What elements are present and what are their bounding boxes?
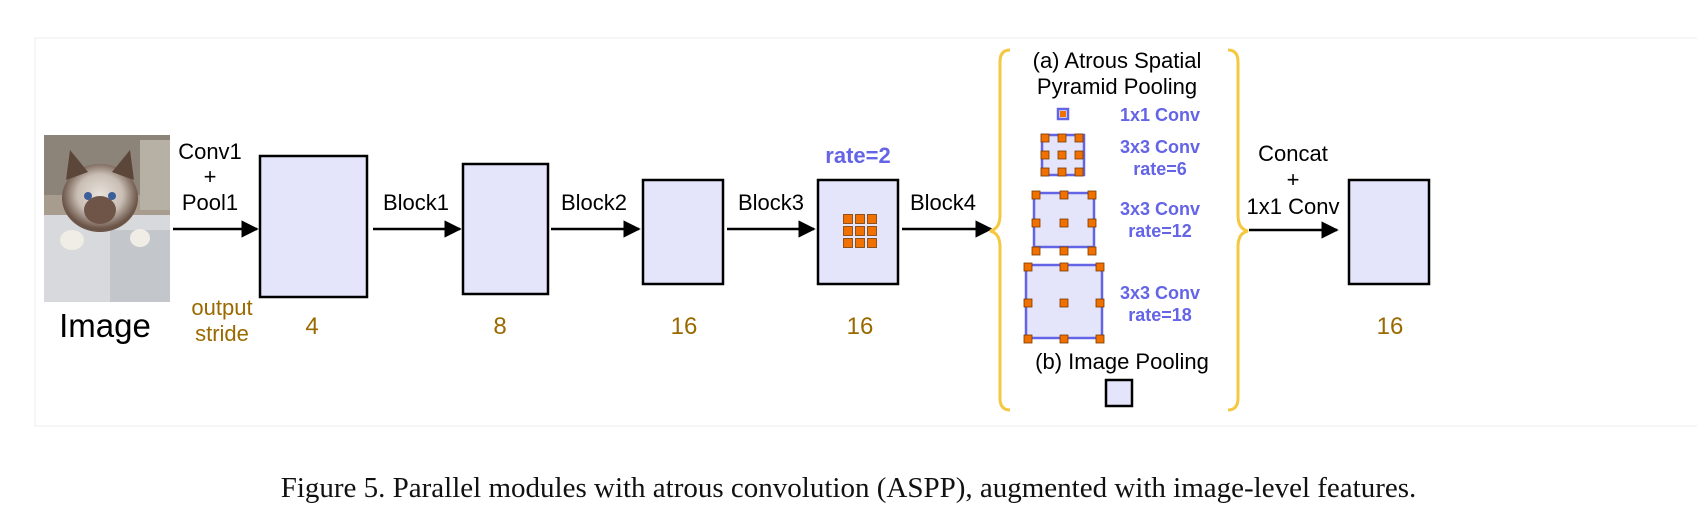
kernel-dot [1087, 190, 1097, 200]
kernel-dot [855, 226, 865, 236]
conv1-label: Conv1 [178, 139, 242, 164]
cat-photo [44, 135, 170, 302]
kernel-dot [1095, 334, 1105, 344]
kernel-dot [1074, 150, 1084, 160]
rate2-label: rate=2 [825, 143, 890, 168]
kernel-dot [1059, 334, 1069, 344]
kernel-dot [843, 226, 853, 236]
kernel-dot [867, 238, 877, 248]
aspp-branch-4-rate: rate=18 [1128, 305, 1192, 325]
kernel-dot [1057, 167, 1067, 177]
kernel-dot [855, 238, 865, 248]
kernel-dot [1023, 334, 1033, 344]
feature-map-3 [641, 178, 725, 286]
block2-label: Block2 [561, 190, 627, 215]
aspp-title-line1: (a) Atrous Spatial [1033, 48, 1202, 73]
block1-label: Block1 [383, 190, 449, 215]
image-pooling-box [1104, 378, 1134, 408]
kernel-dot [1074, 167, 1084, 177]
aspp-branch-4-label: 3x3 Conv [1120, 283, 1200, 303]
aspp-title-line2: Pyramid Pooling [1037, 74, 1197, 99]
kernel-dot [843, 238, 853, 248]
aspp-branch-2-rate: rate=6 [1133, 159, 1187, 179]
kernel-dot [1059, 262, 1069, 272]
aspp-branch-2-label: 3x3 Conv [1120, 137, 1200, 157]
kernel-grid-rate18 [1023, 262, 1105, 344]
kernel-dot [1031, 218, 1041, 228]
conv1-plus: + [204, 164, 217, 189]
kernel-dot [1095, 262, 1105, 272]
brace-right-icon [1227, 48, 1249, 412]
kernel-dot [1059, 218, 1069, 228]
kernel-dot [1023, 262, 1033, 272]
kernel-dot [1031, 190, 1041, 200]
kernel-dot [1040, 150, 1050, 160]
aspp-branch-1-label: 1x1 Conv [1120, 105, 1200, 125]
kernel-dot [1031, 246, 1041, 256]
concat-label: Concat [1258, 141, 1328, 166]
kernel-dot [1040, 133, 1050, 143]
pool1-label: Pool1 [182, 190, 238, 215]
stride-value-1: 4 [305, 313, 318, 340]
kernel-dot [1040, 167, 1050, 177]
kernel-dot [1059, 190, 1069, 200]
kernel-dot [855, 214, 865, 224]
block4-label: Block4 [910, 190, 976, 215]
kernel-dot [1074, 133, 1084, 143]
kernel-dot [843, 214, 853, 224]
output-stride-label-2: stride [195, 321, 249, 346]
kernel-dot [867, 214, 877, 224]
kernel-dot [1057, 150, 1067, 160]
kernel-dot [1057, 133, 1067, 143]
kernel-dot [1059, 298, 1069, 308]
output-feature-map [1347, 178, 1431, 286]
feature-map-1 [258, 154, 369, 299]
aspp-branch-3-label: 3x3 Conv [1120, 199, 1200, 219]
concat-plus: + [1287, 167, 1300, 192]
feature-map-2 [461, 162, 550, 296]
kernel-dot [1087, 218, 1097, 228]
block3-label: Block3 [738, 190, 804, 215]
concat-conv-label: 1x1 Conv [1247, 194, 1340, 219]
stride-value-2: 8 [493, 313, 506, 340]
stride-value-4: 16 [847, 313, 874, 340]
kernel-dot [1087, 246, 1097, 256]
kernel-dot [1023, 298, 1033, 308]
kernel-grid-rate6 [1040, 133, 1084, 177]
output-stride-label-1: output [191, 295, 252, 320]
kernel-grid-rate2 [843, 214, 877, 248]
aspp-branch-3-rate: rate=12 [1128, 221, 1192, 241]
image-label: Image [59, 307, 151, 344]
kernel-dot [867, 226, 877, 236]
kernel-dot [1060, 111, 1066, 117]
stride-value-3: 16 [671, 313, 698, 340]
figure-caption: Figure 5. Parallel modules with atrous c… [280, 472, 1417, 504]
kernel-dot [1059, 246, 1069, 256]
kernel-grid-rate12 [1031, 190, 1097, 256]
kernel-dot [1095, 298, 1105, 308]
image-pooling-label: (b) Image Pooling [1035, 349, 1209, 374]
figure-frame [34, 37, 1697, 427]
brace-left-icon [989, 48, 1011, 412]
stride-value-5: 16 [1377, 313, 1404, 340]
